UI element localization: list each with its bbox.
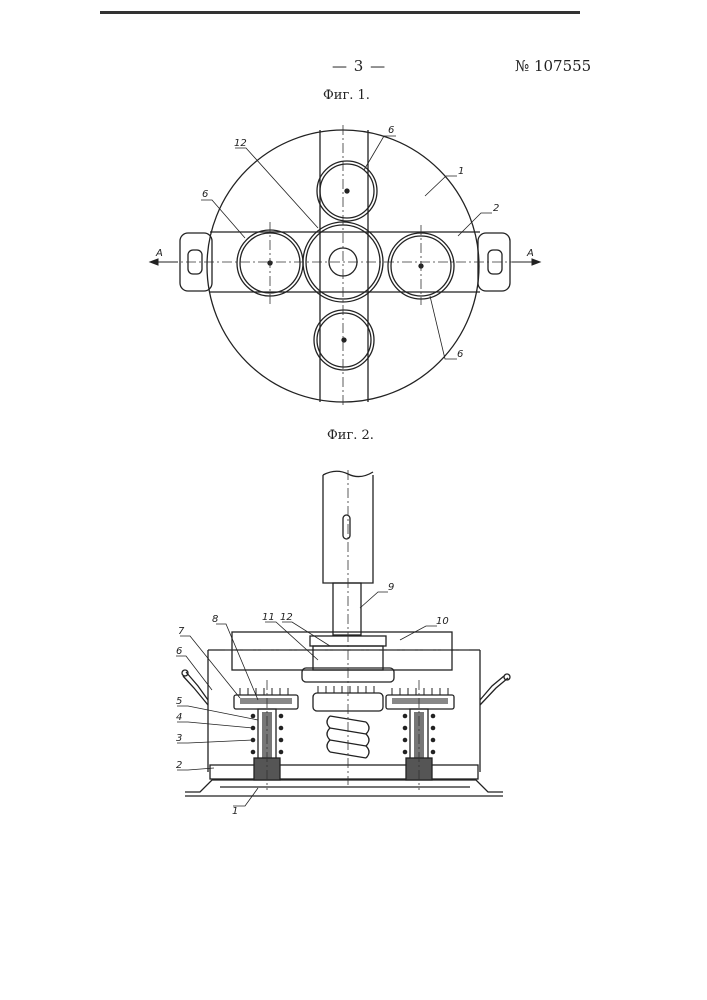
fig2-label-5: 5	[176, 696, 182, 707]
fig2-label-11: 11	[262, 612, 275, 623]
handle-right	[480, 676, 504, 700]
fig2-label-6: 6	[176, 646, 182, 657]
fig2-label-3: 3	[176, 733, 182, 744]
fig2-label-8: 8	[212, 614, 218, 625]
fig2-label-12: 12	[280, 612, 293, 623]
figure1-centerlines	[150, 125, 540, 405]
fig2-label-9: 9	[388, 582, 394, 593]
coil-dots	[251, 714, 436, 755]
fig1-label-12: 12	[234, 138, 247, 149]
base-plate-1	[210, 765, 478, 779]
fig2-label-4: 4	[176, 712, 182, 723]
fig2-label-7: 7	[178, 626, 185, 637]
fig1-label-6-left: 6	[202, 189, 208, 200]
fig2-label-2: 2	[176, 760, 182, 771]
plate-10	[232, 632, 452, 670]
fig1-label-2: 2	[493, 203, 499, 214]
fig2-label-10: 10	[436, 616, 449, 627]
fig2-label-1: 1	[232, 806, 238, 817]
fig1-label-6-bottom: 6	[457, 349, 463, 360]
fig1-label-6-top: 6	[388, 125, 394, 136]
spindle-shaft-9	[333, 583, 361, 635]
figure2-drawing	[182, 471, 510, 796]
fig1-label-A-left: A	[155, 248, 163, 259]
handle-left	[186, 672, 208, 700]
fig1-label-A-right: A	[526, 248, 534, 259]
fig1-label-1: 1	[458, 166, 464, 177]
